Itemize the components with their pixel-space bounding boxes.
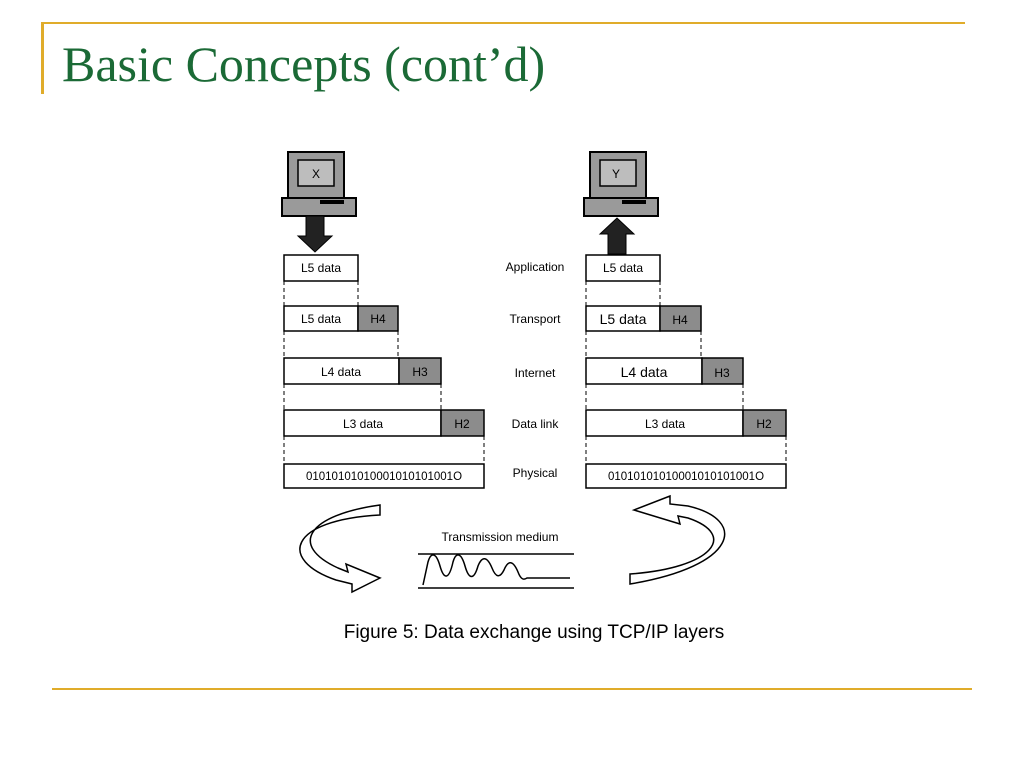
- footer-accent-line: [52, 688, 972, 690]
- layer-label-physical: Physical: [513, 466, 558, 480]
- left-physical-box: [283, 463, 485, 489]
- left-internet-data-label: L4 data: [321, 365, 361, 379]
- right-stack: [585, 254, 787, 489]
- right-transport-header-label: H4: [672, 313, 688, 327]
- right-physical-box: [585, 463, 787, 489]
- right-application-label: L5 data: [603, 261, 643, 275]
- curved-arrow-left-icon: [299, 504, 382, 594]
- right-datalink-data-label: L3 data: [645, 417, 685, 431]
- right-internet-data-label: L4 data: [621, 364, 668, 380]
- right-datalink-header-label: H2: [756, 417, 772, 431]
- transmission-medium-label: Transmission medium: [442, 530, 559, 544]
- layer-label-datalink: Data link: [512, 417, 560, 431]
- left-datalink-data-label: L3 data: [343, 417, 383, 431]
- right-transport-data-box: [585, 305, 661, 332]
- arrow-up-icon: [598, 217, 636, 255]
- left-physical-label: 01010101010001010101001O: [306, 471, 462, 483]
- layer-label-transport: Transport: [510, 312, 562, 326]
- host-x-label: X: [312, 167, 320, 181]
- left-application-label: L5 data: [301, 261, 341, 275]
- tcp-ip-diagram: X Y L5 dat: [281, 151, 787, 594]
- left-transport-data-label: L5 data: [301, 312, 341, 326]
- layer-label-internet: Internet: [515, 366, 556, 380]
- computer-y-icon: Y: [583, 151, 659, 217]
- right-datalink-data-box: [585, 409, 744, 437]
- right-internet-data-box: [585, 357, 703, 385]
- title-accent-horizontal: [41, 22, 965, 24]
- right-physical-label: 01010101010001010101001O: [608, 471, 764, 483]
- left-internet-data-box: [283, 357, 400, 385]
- right-transport-data-label: L5 data: [600, 311, 647, 327]
- right-application-box: [585, 254, 661, 282]
- transmission-medium: [418, 553, 574, 589]
- left-datalink-data-box: [283, 409, 442, 437]
- left-application-box: [283, 254, 359, 282]
- layer-label-application: Application: [506, 260, 565, 274]
- arrow-down-icon: [296, 215, 334, 253]
- host-y-label: Y: [612, 167, 620, 181]
- dashed-guides: [283, 281, 787, 464]
- right-internet-header-label: H3: [714, 366, 730, 380]
- right-transport-header-box: [659, 305, 702, 332]
- left-transport-header-label: H4: [370, 312, 386, 326]
- slide-title: Basic Concepts (cont’d): [62, 36, 546, 92]
- curved-arrow-right-icon: [629, 494, 726, 585]
- right-internet-header-box: [701, 357, 744, 385]
- left-transport-header-box: [357, 305, 399, 332]
- right-datalink-header-box: [742, 409, 787, 437]
- computer-x-icon: X: [281, 151, 357, 217]
- title-accent-vertical: [41, 22, 44, 94]
- figure-caption: Figure 5: Data exchange using TCP/IP lay…: [343, 622, 725, 643]
- left-internet-header-box: [398, 357, 442, 385]
- left-internet-header-label: H3: [412, 365, 428, 379]
- left-datalink-header-label: H2: [454, 417, 470, 431]
- left-datalink-header-box: [440, 409, 485, 437]
- left-stack: [283, 254, 485, 489]
